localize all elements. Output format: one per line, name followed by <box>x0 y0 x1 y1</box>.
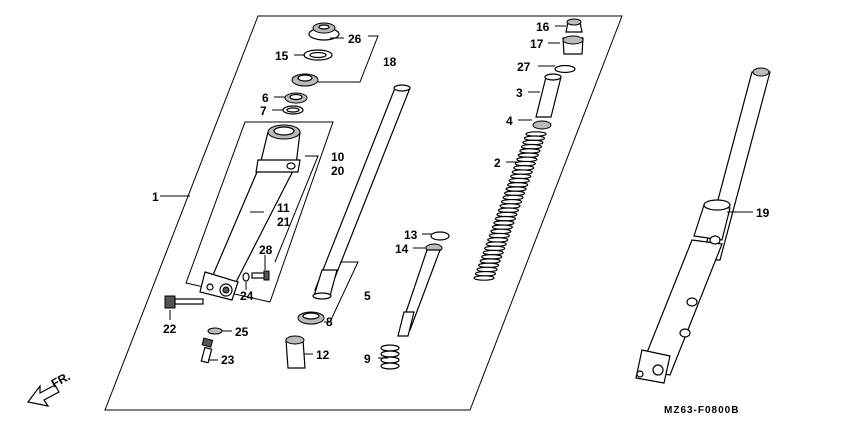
label-13: 13 <box>404 228 418 242</box>
label-28: 28 <box>259 243 273 257</box>
part-11-fork-slider <box>199 124 301 301</box>
label-25: 25 <box>235 325 249 339</box>
part-2-fork-spring <box>473 131 547 281</box>
label-3: 3 <box>516 86 523 100</box>
oil-seal <box>291 73 319 87</box>
part-17-fork-bolt <box>562 35 584 55</box>
part-10-fork-pipe <box>312 84 411 300</box>
part-16-cap <box>565 18 583 33</box>
part-15-stopper-ring <box>303 49 333 61</box>
label-23: 23 <box>221 353 235 367</box>
label-7: 7 <box>260 104 267 118</box>
part-14-fork-piston <box>397 243 443 337</box>
part-22-socket-bolt <box>164 295 204 309</box>
part-3-spacer <box>535 73 562 118</box>
label-9: 9 <box>364 352 371 366</box>
part-6-backup-ring <box>284 92 308 104</box>
label-10: 10 <box>331 150 345 164</box>
label-6: 6 <box>262 91 269 105</box>
label-20: 20 <box>331 164 345 178</box>
part-19-fork-assembly <box>635 67 771 384</box>
label-27: 27 <box>517 60 531 74</box>
label-11: 11 <box>277 201 290 215</box>
part-12-oil-lock-piece <box>285 335 306 369</box>
front-direction-arrow: FR. <box>26 369 72 407</box>
part-13-piston-ring <box>430 231 450 241</box>
part-4-washer <box>532 120 552 130</box>
part-9-rebound-spring <box>380 344 400 370</box>
label-26: 26 <box>348 32 362 46</box>
label-16: 16 <box>536 20 550 34</box>
label-15: 15 <box>275 49 289 63</box>
part-7-guide-bush <box>282 105 304 115</box>
part-24-washer <box>242 272 250 282</box>
label-19: 19 <box>756 206 770 220</box>
part-27-o-ring <box>554 64 576 74</box>
label-18: 18 <box>383 55 397 69</box>
slider-bracket-frame <box>185 121 334 303</box>
part-28-bolt <box>251 270 270 281</box>
part-25-gasket <box>207 327 223 335</box>
assembly-frame <box>104 15 623 411</box>
label-22: 22 <box>163 322 177 336</box>
diagram-code: MZ63-F0800B <box>664 405 739 416</box>
part-8-slide-bush <box>297 311 325 325</box>
spring-coil <box>473 275 495 281</box>
label-2: 2 <box>494 156 501 170</box>
part-23-drain-bolt <box>200 337 214 364</box>
label-8: 8 <box>326 315 333 329</box>
label-12: 12 <box>316 348 330 362</box>
label-1: 1 <box>152 190 159 204</box>
label-14: 14 <box>395 242 409 256</box>
label-24: 24 <box>240 289 254 303</box>
label-5: 5 <box>364 289 371 303</box>
label-4: 4 <box>506 114 513 128</box>
label-17: 17 <box>530 37 544 51</box>
label-21: 21 <box>277 215 291 229</box>
part-26-dust-seal <box>308 22 340 41</box>
